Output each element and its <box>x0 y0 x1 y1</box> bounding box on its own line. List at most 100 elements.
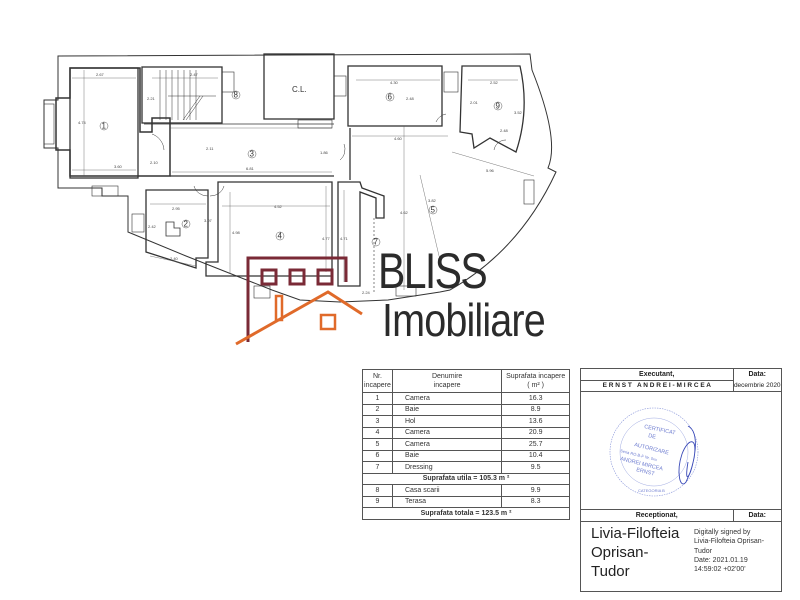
room-name: Casa scarii <box>391 484 503 497</box>
outer-wall <box>43 53 557 303</box>
signature-block: Executant, Data: E R N S T A N D R E I -… <box>580 368 782 592</box>
dim-text: 6.81 <box>246 166 255 171</box>
room-area: 8.9 <box>501 403 570 416</box>
room-name: Camera <box>391 392 503 405</box>
dim-text: 4.98 <box>232 230 241 235</box>
header-area: Suprafata incapere( m² ) <box>501 369 570 393</box>
cl-label: C.L. <box>292 85 307 94</box>
room-label-2: 2 <box>184 220 189 229</box>
room-nr: 8 <box>362 484 393 497</box>
dim-text: 2.24 <box>362 290 371 295</box>
dim-text: 3.07 <box>204 218 213 223</box>
room-area: 8.3 <box>501 495 570 508</box>
dim-text: 2.48 <box>500 128 509 133</box>
dim-text: 4.60 <box>394 136 403 141</box>
room-nr: 2 <box>362 403 393 416</box>
dim-text: 2.95 <box>172 206 181 211</box>
floor-plan: 1 2 3 4 5 6 7 8 9 C.L. 2.67 4.74 3.60 2.… <box>43 53 557 346</box>
dim-text: 3.52 <box>514 110 523 115</box>
room-nr: 9 <box>362 495 393 508</box>
room-nr: 6 <box>362 449 393 462</box>
logo-text-imobiliare: Imobiliare <box>382 294 546 346</box>
logo-text-bliss: BLISS <box>378 243 488 299</box>
room-name: Terasa <box>391 495 503 508</box>
room-area: 20.9 <box>501 426 570 439</box>
stamp-line: ERNST <box>636 467 656 477</box>
useful-area-total: Suprafata utila = 105.3 m ² <box>362 472 570 485</box>
dim-text: 2.47 <box>190 72 199 77</box>
logo-mark <box>235 256 363 346</box>
room-label-3: 3 <box>250 150 255 159</box>
header-nr: Nr.incapere <box>362 369 393 393</box>
dim-text: 2.42 <box>148 224 157 229</box>
room-nr: 4 <box>362 426 393 439</box>
executant-name: E R N S T A N D R E I - M I R C E A <box>581 380 733 392</box>
dim-text: 2.11 <box>206 146 214 151</box>
dim-text: 2.40 <box>170 256 179 261</box>
dim-text: 4.52 <box>274 204 283 209</box>
dim-text: 5.96 <box>486 168 495 173</box>
dim-text: 4.71 <box>340 236 349 241</box>
receptionat-label: Receptionat, <box>581 509 733 522</box>
dim-text: 4.74 <box>78 120 87 125</box>
dim-text: 2.67 <box>96 72 105 77</box>
room-area: 9.9 <box>501 484 570 497</box>
room-label-8: 8 <box>234 91 239 100</box>
dim-text: 3.82 <box>428 198 437 203</box>
total-area: Suprafata totala = 123.5 m ² <box>362 507 570 520</box>
room-name: Dressing <box>391 461 503 474</box>
total-row: Suprafata totala = 123.5 m ² <box>362 507 570 520</box>
room-label-6: 6 <box>388 93 393 102</box>
dim-text: 2.01 <box>470 100 479 105</box>
subtotal-row: Suprafata utila = 105.3 m ² <box>362 472 570 485</box>
digital-signature-info: Digitally signed by Livia-Filofteia Opri… <box>694 529 765 574</box>
room-nr: 5 <box>362 438 393 451</box>
room-area: 10.4 <box>501 449 570 462</box>
room-name: Hol <box>391 415 503 428</box>
room-name: Baie <box>391 449 503 462</box>
authorization-stamp: CERTIFICAT DE AUTORIZARE Seria RO-B-F Nr… <box>609 407 699 497</box>
room-area: 25.7 <box>501 438 570 451</box>
dim-text: 1.86 <box>320 150 329 155</box>
room-nr: 1 <box>362 392 393 405</box>
room-area: 9.5 <box>501 461 570 474</box>
room-label-4: 4 <box>278 232 283 241</box>
dim-text: 3.60 <box>114 164 123 169</box>
date-label-2: Data: <box>732 509 781 522</box>
room-nr: 7 <box>362 461 393 474</box>
room-area: 13.6 <box>501 415 570 428</box>
executant-label: Executant, <box>581 369 733 381</box>
room-area: 16.3 <box>501 392 570 405</box>
room-label-9: 9 <box>496 102 501 111</box>
dim-text: 2.48 <box>406 96 415 101</box>
room-label-1: 1 <box>102 122 107 131</box>
room-nr: 3 <box>362 415 393 428</box>
stamp-line: CATEGORIA B <box>638 488 665 493</box>
stamp-area <box>581 391 781 510</box>
date-value: decembrie 2020 <box>732 380 781 392</box>
dim-text: 2.52 <box>490 80 499 85</box>
dim-text: 2.10 <box>150 160 159 165</box>
dim-text: 4.62 <box>400 210 409 215</box>
room-label-7: 7 <box>374 238 379 247</box>
room-label-5: 5 <box>431 206 436 215</box>
signer-name: Livia-Filofteia Oprisan- Tudor <box>591 525 680 580</box>
dim-text: 2.21 <box>147 96 156 101</box>
stamp-line: DE <box>648 433 657 441</box>
date-label: Data: <box>732 369 781 380</box>
dim-text: 4.77 <box>322 236 331 241</box>
room-name: Baie <box>391 403 503 416</box>
room-name: Camera <box>391 438 503 451</box>
